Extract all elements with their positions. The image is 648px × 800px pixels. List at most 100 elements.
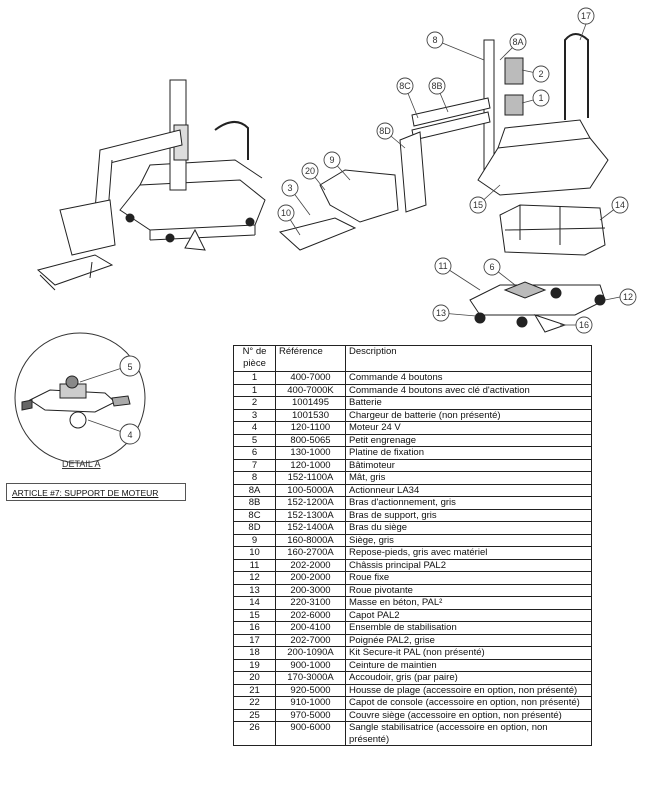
cell-part-number: 26 <box>233 721 276 746</box>
cell-part-number: 21 <box>233 683 276 697</box>
cell-reference: 200-1090A <box>275 646 346 660</box>
cell-reference: 160-8000A <box>275 533 346 547</box>
cell-description: Commande 4 boutons <box>345 371 592 385</box>
cell-part-number: 11 <box>233 558 276 572</box>
callout-16: 16 <box>579 320 589 330</box>
cell-reference: 220-3100 <box>275 596 346 610</box>
cell-description: Sangle stabilisatrice (accessoire en opt… <box>345 721 592 746</box>
cell-part-number: 9 <box>233 533 276 547</box>
cell-description: Bras d'actionnement, gris <box>345 496 592 510</box>
cell-description: Bras de support, gris <box>345 508 592 522</box>
cell-part-number: 12 <box>233 571 276 585</box>
cell-description: Bâtimoteur <box>345 458 592 472</box>
callout-8c: 8C <box>399 81 411 91</box>
cell-reference: 152-1300A <box>275 508 346 522</box>
callout-2: 2 <box>538 69 543 79</box>
cell-part-number: 1 <box>233 383 276 397</box>
cell-part-number: 16 <box>233 621 276 635</box>
cell-part-number: 8C <box>233 508 276 522</box>
cell-reference: 202-6000 <box>275 608 346 622</box>
cell-description: Housse de plage (accessoire en option, n… <box>345 683 592 697</box>
cell-part-number: 7 <box>233 458 276 472</box>
cell-part-number: 15 <box>233 608 276 622</box>
cell-part-number: 2 <box>233 396 276 410</box>
callout-9: 9 <box>329 155 334 165</box>
cell-part-number: 1 <box>233 371 276 385</box>
cell-part-number: 14 <box>233 596 276 610</box>
cell-description: Petit engrenage <box>345 433 592 447</box>
cell-reference: 152-1200A <box>275 496 346 510</box>
callout-17: 17 <box>581 11 591 21</box>
cell-reference: 910-1000 <box>275 696 346 710</box>
cell-reference: 130-1000 <box>275 446 346 460</box>
cell-part-number: 8B <box>233 496 276 510</box>
cell-description: Mât, gris <box>345 471 592 485</box>
callout-5: 5 <box>127 362 132 372</box>
cell-reference: 160-2700A <box>275 546 346 560</box>
cell-part-number: 19 <box>233 658 276 672</box>
cell-description: Capot de console (accessoire en option, … <box>345 696 592 710</box>
cell-part-number: 22 <box>233 696 276 710</box>
cell-reference: 200-4100 <box>275 621 346 635</box>
cell-description: Commande 4 boutons avec clé d'activation <box>345 383 592 397</box>
cell-reference: 970-5000 <box>275 708 346 722</box>
cell-part-number: 5 <box>233 433 276 447</box>
callout-10: 10 <box>281 208 291 218</box>
cell-part-number: 10 <box>233 546 276 560</box>
cell-part-number: 25 <box>233 708 276 722</box>
cell-reference: 200-2000 <box>275 571 346 585</box>
callout-15: 15 <box>473 200 483 210</box>
cell-description: Ceinture de maintien <box>345 658 592 672</box>
detail-a-drawing: 5 4 <box>14 332 146 464</box>
cell-part-number: 8 <box>233 471 276 485</box>
callout-3: 3 <box>287 183 292 193</box>
cell-reference: 152-1400A <box>275 521 346 535</box>
cell-description: Moteur 24 V <box>345 421 592 435</box>
cell-description: Actionneur LA34 <box>345 483 592 497</box>
callout-8d: 8D <box>379 126 391 136</box>
header-description: Description <box>345 345 592 372</box>
cell-description: Ensemble de stabilisation <box>345 621 592 635</box>
cell-description: Accoudoir, gris (par paire) <box>345 671 592 685</box>
header-reference: Référence <box>275 345 346 372</box>
callout-20: 20 <box>305 166 315 176</box>
cell-reference: 152-1100A <box>275 471 346 485</box>
cell-part-number: 4 <box>233 421 276 435</box>
callout-11: 11 <box>438 261 447 271</box>
cell-reference: 1001530 <box>275 408 346 422</box>
cell-description: Repose-pieds, gris avec matériel <box>345 546 592 560</box>
cell-part-number: 3 <box>233 408 276 422</box>
cell-part-number: 8D <box>233 521 276 535</box>
header-part-number: N° de pièce <box>233 345 276 372</box>
cell-reference: 202-2000 <box>275 558 346 572</box>
cell-description: Siège, gris <box>345 533 592 547</box>
cell-reference: 170-3000A <box>275 671 346 685</box>
detail-caption: DETAIL A <box>62 459 101 469</box>
cell-part-number: 18 <box>233 646 276 660</box>
callout-4: 4 <box>127 430 132 440</box>
cell-description: Roue fixe <box>345 571 592 585</box>
